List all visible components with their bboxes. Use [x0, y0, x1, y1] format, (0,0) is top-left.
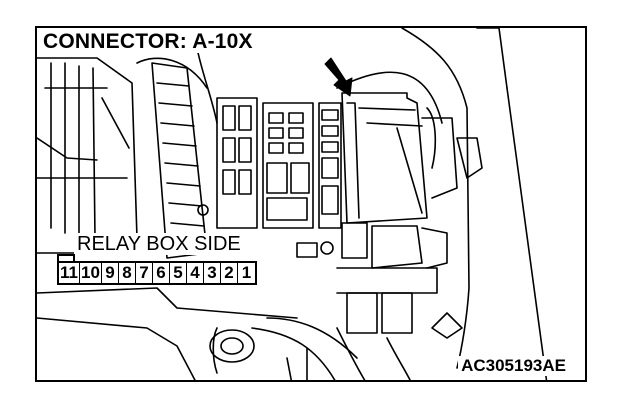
connector-pin: 8	[119, 263, 136, 283]
fuse-block-left	[197, 97, 258, 229]
left-housing	[37, 57, 138, 254]
connector-pin: 2	[221, 263, 238, 283]
connector-pin: 3	[204, 263, 221, 283]
relay-box-side-label: RELAY BOX SIDE	[74, 233, 244, 255]
fuse-block-right	[318, 102, 342, 229]
ribbed-panel	[136, 47, 218, 259]
diagram-title: CONNECTOR: A-10X	[42, 31, 257, 53]
connector-pin: 7	[136, 263, 153, 283]
connector-pin: 1	[241, 263, 252, 282]
connector-pin: 10	[81, 263, 102, 283]
connector-pin: 5	[170, 263, 187, 283]
reference-code: AC305193AE	[458, 356, 569, 376]
connector-pin: 11	[59, 263, 80, 283]
connector-key-tab	[57, 254, 75, 262]
connector-cluster	[296, 222, 448, 334]
right-panel	[401, 28, 548, 380]
connector-pin: 4	[187, 263, 204, 283]
relay-box-cover	[336, 71, 458, 224]
connector-pin: 9	[102, 263, 119, 283]
relay-box-illustration	[37, 28, 548, 380]
connector-pin: 6	[153, 263, 170, 283]
fuse-block-center	[262, 102, 314, 229]
bottom-wiring	[37, 287, 411, 380]
arrow-icon	[324, 57, 353, 97]
